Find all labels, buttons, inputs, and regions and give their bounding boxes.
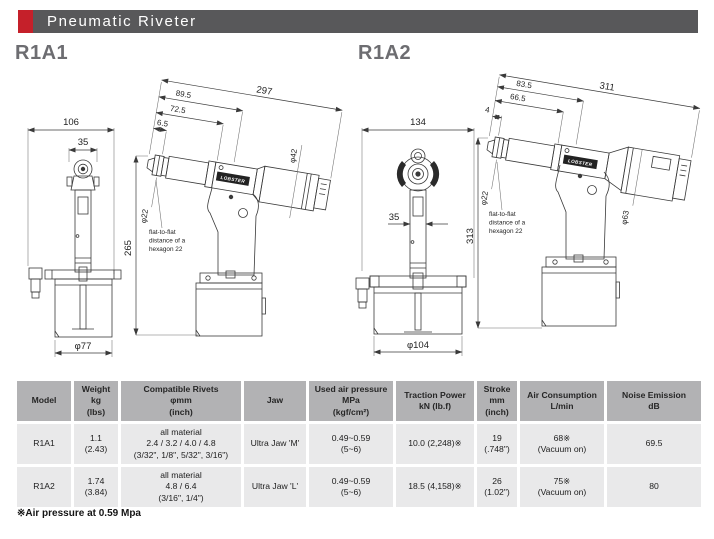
r1a2-air-pressure: 0.49~0.59 (5~6) [309, 467, 393, 507]
r1a1-front-view: 106 35 φ77 [27, 117, 122, 357]
r1a1-rivets: all material 2.4 / 3.2 / 4.0 / 4.8 (3/32… [121, 424, 241, 464]
spec-table: Model Weight kg (lbs) Compatible Rivets … [14, 378, 704, 510]
r1a2-traction: 18.5 (4,158)※ [396, 467, 474, 507]
product-title-r1a2: R1A2 [358, 42, 412, 64]
r1a1-jaw: Ultra Jaw 'M' [244, 424, 306, 464]
brand-label: LOBSTER [568, 158, 594, 167]
dim-overall-length-label: 311 [599, 80, 616, 93]
r1a1-air-consumption: 68※ (Vacuum on) [520, 424, 604, 464]
page-title: Pneumatic Riveter [47, 13, 197, 30]
r1a2-jaw: Ultra Jaw 'L' [244, 467, 306, 507]
header-row: Model Weight kg (lbs) Compatible Rivets … [17, 381, 701, 421]
r1a1-weight: 1.1 (2.43) [74, 424, 118, 464]
dim-front-diameter-label: φ77 [75, 341, 92, 352]
dim-height-label: 265 [123, 240, 134, 256]
r1a1-technical-drawing: 106 35 φ77 265 [27, 78, 343, 357]
dim-len-b-label: 66.5 [509, 92, 526, 104]
r1a2-weight: 1.74 (3.84) [74, 467, 118, 507]
red-accent-block [18, 10, 33, 33]
r1a2-rivets: all material 4.8 / 6.4 (3/16", 1/4") [121, 467, 241, 507]
col-stroke: Stroke mm (inch) [477, 381, 517, 421]
section-header-bar: Pneumatic Riveter [18, 10, 698, 33]
air-pressure-footnote: ※Air pressure at 0.59 Mpa [17, 508, 141, 519]
r1a1-front-tool-outline [28, 159, 122, 338]
r1a2-air-consumption: 75※ (Vacuum on) [520, 467, 604, 507]
dim-len-c-label: 4 [484, 105, 490, 115]
col-jaw: Jaw [244, 381, 306, 421]
col-air-pressure: Used air pressure MPa (kgf/cm²) [309, 381, 393, 421]
r1a1-side-barrel: LOBSTER 6.5 72.5 89.5 297 φ42 φ22 [139, 78, 343, 224]
r1a1-stroke: 19 (.748") [477, 424, 517, 464]
col-model: Model [17, 381, 71, 421]
hex-note-line1: flat-to-flat [489, 211, 516, 218]
hex-note-line2: distance of a [149, 238, 186, 245]
hex-note-line3: hexagon 22 [489, 228, 523, 235]
r1a2-front-tool-outline [355, 148, 467, 335]
dim-len-a-label: 83.5 [516, 79, 533, 91]
r1a1-noise: 69.5 [607, 424, 701, 464]
r1a2-technical-drawing: 134 35 φ104 [355, 73, 701, 356]
brand-label: LOBSTER [220, 175, 246, 184]
col-air-consumption: Air Consumption L/min [520, 381, 604, 421]
col-noise-emission: Noise Emission dB [607, 381, 701, 421]
r1a2-stroke: 26 (1.02") [477, 467, 517, 507]
dim-front-diameter-label: φ104 [407, 340, 429, 351]
dim-len-a-label: 89.5 [175, 89, 192, 101]
product-title-r1a1: R1A1 [15, 42, 69, 64]
table-row-r1a2: R1A2 1.74 (3.84) all material 4.8 / 6.4 … [17, 467, 701, 507]
dim-height-label: 313 [465, 228, 476, 244]
r1a1-model: R1A1 [17, 424, 71, 464]
r1a2-noise: 80 [607, 467, 701, 507]
col-weight: Weight kg (lbs) [74, 381, 118, 421]
hex-note-line2: distance of a [489, 220, 526, 227]
hex-note-line3: hexagon 22 [149, 246, 183, 253]
r1a2-model: R1A2 [17, 467, 71, 507]
r1a1-air-pressure: 0.49~0.59 (5~6) [309, 424, 393, 464]
dim-front-overall-label: 134 [410, 117, 426, 128]
dim-barrel-diameter-label: φ42 [288, 148, 299, 164]
r1a1-traction: 10.0 (2,248)※ [396, 424, 474, 464]
col-compatible-rivets: Compatible Rivets φmm (inch) [121, 381, 241, 421]
dim-len-b-label: 72.5 [169, 104, 186, 116]
r1a2-side-handle-container [541, 164, 620, 327]
table-row-r1a1: R1A1 1.1 (2.43) all material 2.4 / 3.2 /… [17, 424, 701, 464]
dim-head-width-label: 35 [78, 137, 89, 148]
col-traction-power: Traction Power kN (lb.f) [396, 381, 474, 421]
dim-barrel-diameter-label: φ63 [620, 209, 631, 225]
dim-len-c-label: 6.5 [156, 118, 169, 129]
dim-overall-length-label: 297 [256, 84, 273, 97]
dim-front-overall-label: 106 [63, 117, 79, 128]
hex-note-line1: flat-to-flat [149, 229, 176, 236]
dim-nose-diameter-label: φ22 [479, 190, 490, 206]
dim-head-width-label: 35 [389, 212, 400, 223]
dim-nose-diameter-label: φ22 [139, 208, 150, 224]
r1a1-side-handle-container [195, 187, 266, 337]
r1a2-front-view: 134 35 φ104 [355, 117, 475, 356]
r1a2-side-barrel: LOBSTER 4 66.5 83.5 311 φ63 φ22 [479, 73, 701, 225]
